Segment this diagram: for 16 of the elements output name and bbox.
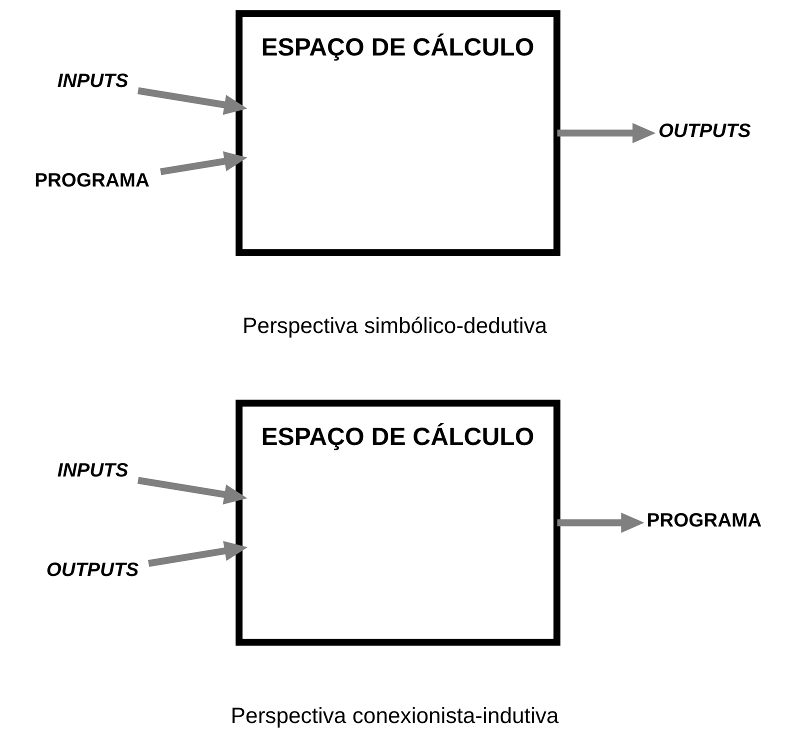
arrow [160,151,248,176]
node-text: PROGRAMA [646,509,762,532]
arrow [557,122,656,144]
node-text: OUTPUTS [658,120,751,142]
node-label: Perspectiva conexionista-indutiva [230,702,559,728]
node-text: PROGRAMA [34,170,150,192]
node-box: ESPAÇO DE CÁLCULO [236,400,560,646]
arrow [138,476,248,504]
arrow [557,512,644,533]
node-text: OUTPUTS [46,559,139,582]
node-text: INPUTS [57,460,128,482]
node-label: Perspectiva simbólico-dedutiva [242,313,548,338]
node-box: ESPAÇO DE CÁLCULO [236,10,560,256]
node-text: INPUTS [57,70,128,92]
arrow [148,540,248,567]
arrow [138,87,248,115]
